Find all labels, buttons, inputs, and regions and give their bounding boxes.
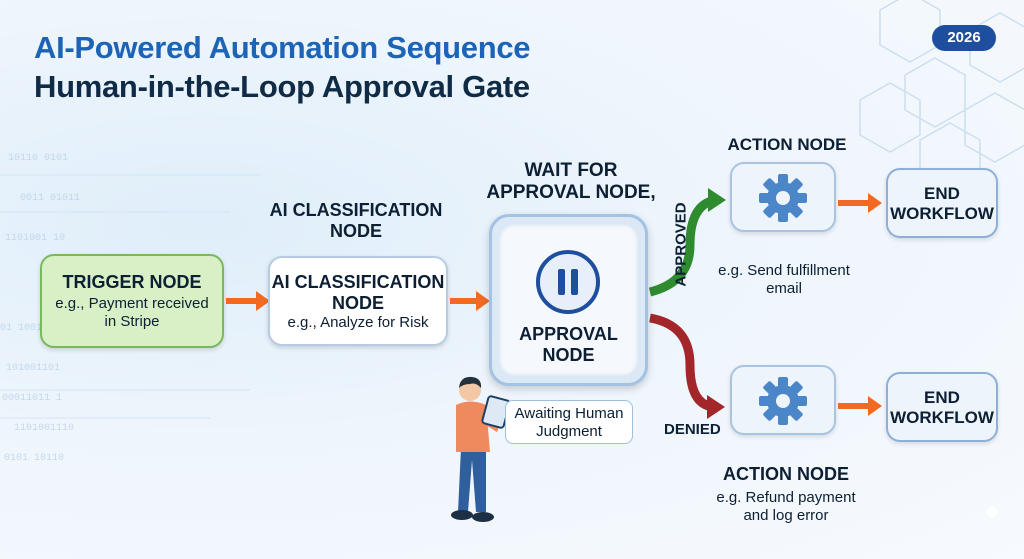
arrowhead-trigger-to-ai xyxy=(256,291,270,311)
arrowhead-ai-to-approval xyxy=(476,291,490,311)
gear-icon xyxy=(759,377,807,425)
approval-node-label-1: APPROVAL xyxy=(519,324,618,344)
approval-node[interactable]: APPROVAL NODE xyxy=(489,214,648,386)
action-bottom-desc-2: and log error xyxy=(743,507,829,524)
action-top-desc-1: e.g. Send fulfillment xyxy=(718,262,850,279)
bubble-line-1: Awaiting Human xyxy=(514,405,624,422)
trigger-node[interactable]: TRIGGER NODE e.g., Payment received in S… xyxy=(40,254,224,348)
end-top-line-2: WORKFLOW xyxy=(890,204,994,223)
ai-node-label-2: NODE xyxy=(331,293,384,313)
ai-classification-node[interactable]: AI CLASSIFICATION NODE e.g., Analyze for… xyxy=(268,256,448,346)
trigger-node-label: TRIGGER NODE xyxy=(62,272,202,292)
action-bottom-heading: ACTION NODE xyxy=(723,464,849,484)
end-bottom-line-2: WORKFLOW xyxy=(890,408,994,427)
svg-text:101001101: 101001101 xyxy=(6,363,60,374)
action-node-top[interactable] xyxy=(730,162,836,232)
trigger-node-desc-1: e.g., Payment received xyxy=(55,295,209,312)
end-top-line-1: END xyxy=(924,184,960,203)
action-top-desc: e.g. Send fulfillment email xyxy=(694,262,874,298)
svg-text:00011011 1: 00011011 1 xyxy=(2,393,62,404)
gear-icon xyxy=(759,174,807,222)
title-line-1: AI-Powered Automation Sequence xyxy=(34,30,531,65)
year-badge: 2026 xyxy=(932,25,996,51)
svg-text:0011 01011: 0011 01011 xyxy=(20,193,80,204)
awaiting-judgment-bubble: Awaiting Human Judgment xyxy=(505,400,633,444)
arrowhead-action-to-end-bottom xyxy=(868,396,882,416)
title-line-2: Human-in-the-Loop Approval Gate xyxy=(34,69,530,104)
trigger-node-desc-2: in Stripe xyxy=(104,313,160,330)
arrowhead-approved xyxy=(708,188,726,212)
ai-node-heading: AI CLASSIFICATION NODE xyxy=(246,200,466,242)
svg-text:01 1001010: 01 1001010 xyxy=(0,323,60,334)
action-bottom-desc-1: e.g. Refund payment xyxy=(716,489,856,506)
approval-heading-line-1: WAIT FOR xyxy=(524,160,618,181)
action-top-desc-2: email xyxy=(766,280,802,297)
ai-node-desc: e.g., Analyze for Risk xyxy=(287,314,429,331)
approval-node-label-2: NODE xyxy=(542,345,595,365)
action-node-bottom[interactable] xyxy=(730,365,836,435)
end-workflow-top[interactable]: END WORKFLOW xyxy=(886,168,998,238)
arrowhead-denied xyxy=(707,395,725,419)
approval-heading-line-2: APPROVAL NODE, xyxy=(486,182,656,203)
pause-icon xyxy=(536,250,600,314)
ai-node-heading-line-2: NODE xyxy=(329,221,382,241)
end-bottom-line-1: END xyxy=(924,388,960,407)
ai-node-heading-line-1: AI CLASSIFICATION xyxy=(269,200,443,220)
end-workflow-bottom[interactable]: END WORKFLOW xyxy=(886,372,998,442)
action-top-heading: ACTION NODE xyxy=(727,135,847,154)
svg-text:1101001 10: 1101001 10 xyxy=(5,233,65,244)
arrowhead-action-to-end-top xyxy=(868,193,882,213)
denied-branch-label: DENIED xyxy=(664,421,721,438)
svg-text:0101 10110: 0101 10110 xyxy=(4,453,64,464)
svg-text:1101001110: 1101001110 xyxy=(14,423,74,434)
arrow-approved xyxy=(648,195,717,297)
action-bottom-desc: e.g. Refund payment and log error xyxy=(696,489,876,525)
arrow-denied xyxy=(649,313,715,412)
svg-text:10110 0101: 10110 0101 xyxy=(8,153,68,164)
ai-node-label-1: AI CLASSIFICATION xyxy=(271,272,445,292)
approval-node-heading: WAIT FOR APPROVAL NODE, xyxy=(476,160,666,204)
approval-node-inner: APPROVAL NODE xyxy=(499,224,638,376)
bubble-line-2: Judgment xyxy=(536,423,602,440)
